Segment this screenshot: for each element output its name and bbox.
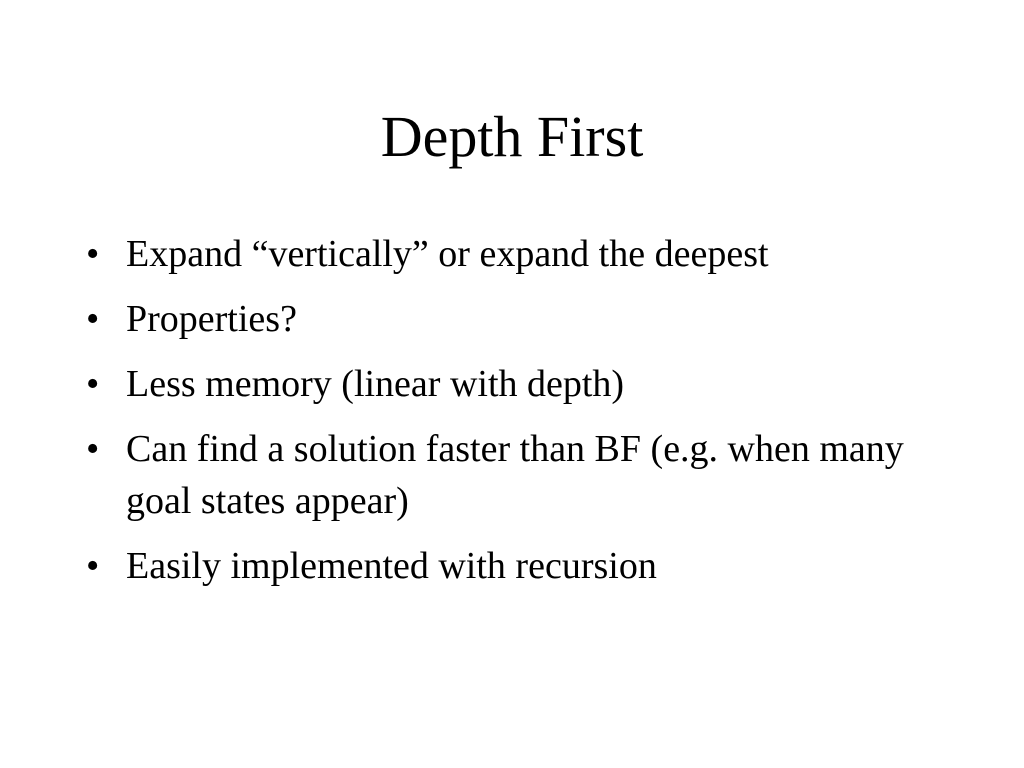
bullet-text: Less memory (linear with depth) — [126, 363, 625, 405]
bullet-item: • Less memory (linear with depth) — [86, 358, 946, 410]
bullet-dot-icon: • — [86, 545, 100, 587]
bullet-dot-icon: • — [86, 428, 100, 470]
bullet-item: • Properties? — [86, 293, 946, 345]
bullet-item: • Easily implemented with recursion — [86, 540, 946, 592]
bullet-text: Expand “vertically” or expand the deepes… — [126, 233, 769, 275]
bullet-dot-icon: • — [86, 233, 100, 275]
bullet-item: • Expand “vertically” or expand the deep… — [86, 228, 946, 280]
bullet-text: Easily implemented with recursion — [126, 545, 657, 587]
bullet-dot-icon: • — [86, 298, 100, 340]
bullet-list: • Expand “vertically” or expand the deep… — [86, 228, 946, 605]
slide-title: Depth First — [380, 104, 644, 169]
bullet-text: Properties? — [126, 298, 297, 340]
bullet-dot-icon: • — [86, 363, 100, 405]
bullet-text: Can find a solution faster than BF (e.g.… — [126, 428, 904, 522]
bullet-item: • Can find a solution faster than BF (e.… — [86, 423, 946, 527]
